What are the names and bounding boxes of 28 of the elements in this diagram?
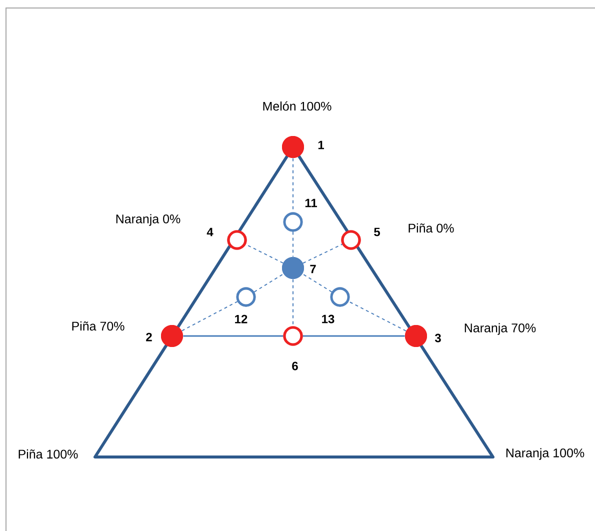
axis-label: Melón 100% (263, 101, 332, 111)
connector-line (292, 158, 294, 213)
connector-line (302, 273, 332, 292)
point-number: 7 (310, 264, 316, 274)
point-number: 2 (146, 332, 152, 342)
connector-line (181, 301, 238, 332)
point-number: 3 (434, 334, 441, 342)
point-number: 1 (318, 140, 324, 150)
connector-line (302, 335, 405, 337)
connector-line (245, 244, 284, 264)
axis-label: Piña 70% (72, 321, 124, 331)
point-number: 11 (305, 198, 317, 208)
axis-label: Naranja 70% (464, 323, 536, 335)
point-number: 5 (374, 228, 380, 236)
connector-line (302, 244, 343, 264)
axis-label: Naranja 100% (506, 448, 584, 460)
point-number: 13 (322, 314, 334, 324)
point-number: 12 (235, 314, 248, 324)
axis-label: Piña 100% (18, 449, 78, 459)
point-number: 6 (292, 362, 298, 370)
connector-line (292, 278, 294, 327)
connector-line (254, 273, 284, 292)
connector-line (292, 231, 294, 258)
axis-label: Piña 0% (408, 223, 454, 233)
axis-label: Naranja 0% (116, 214, 180, 226)
connector-line (183, 335, 284, 337)
point-number: 4 (206, 228, 214, 236)
connector-line (348, 300, 407, 332)
